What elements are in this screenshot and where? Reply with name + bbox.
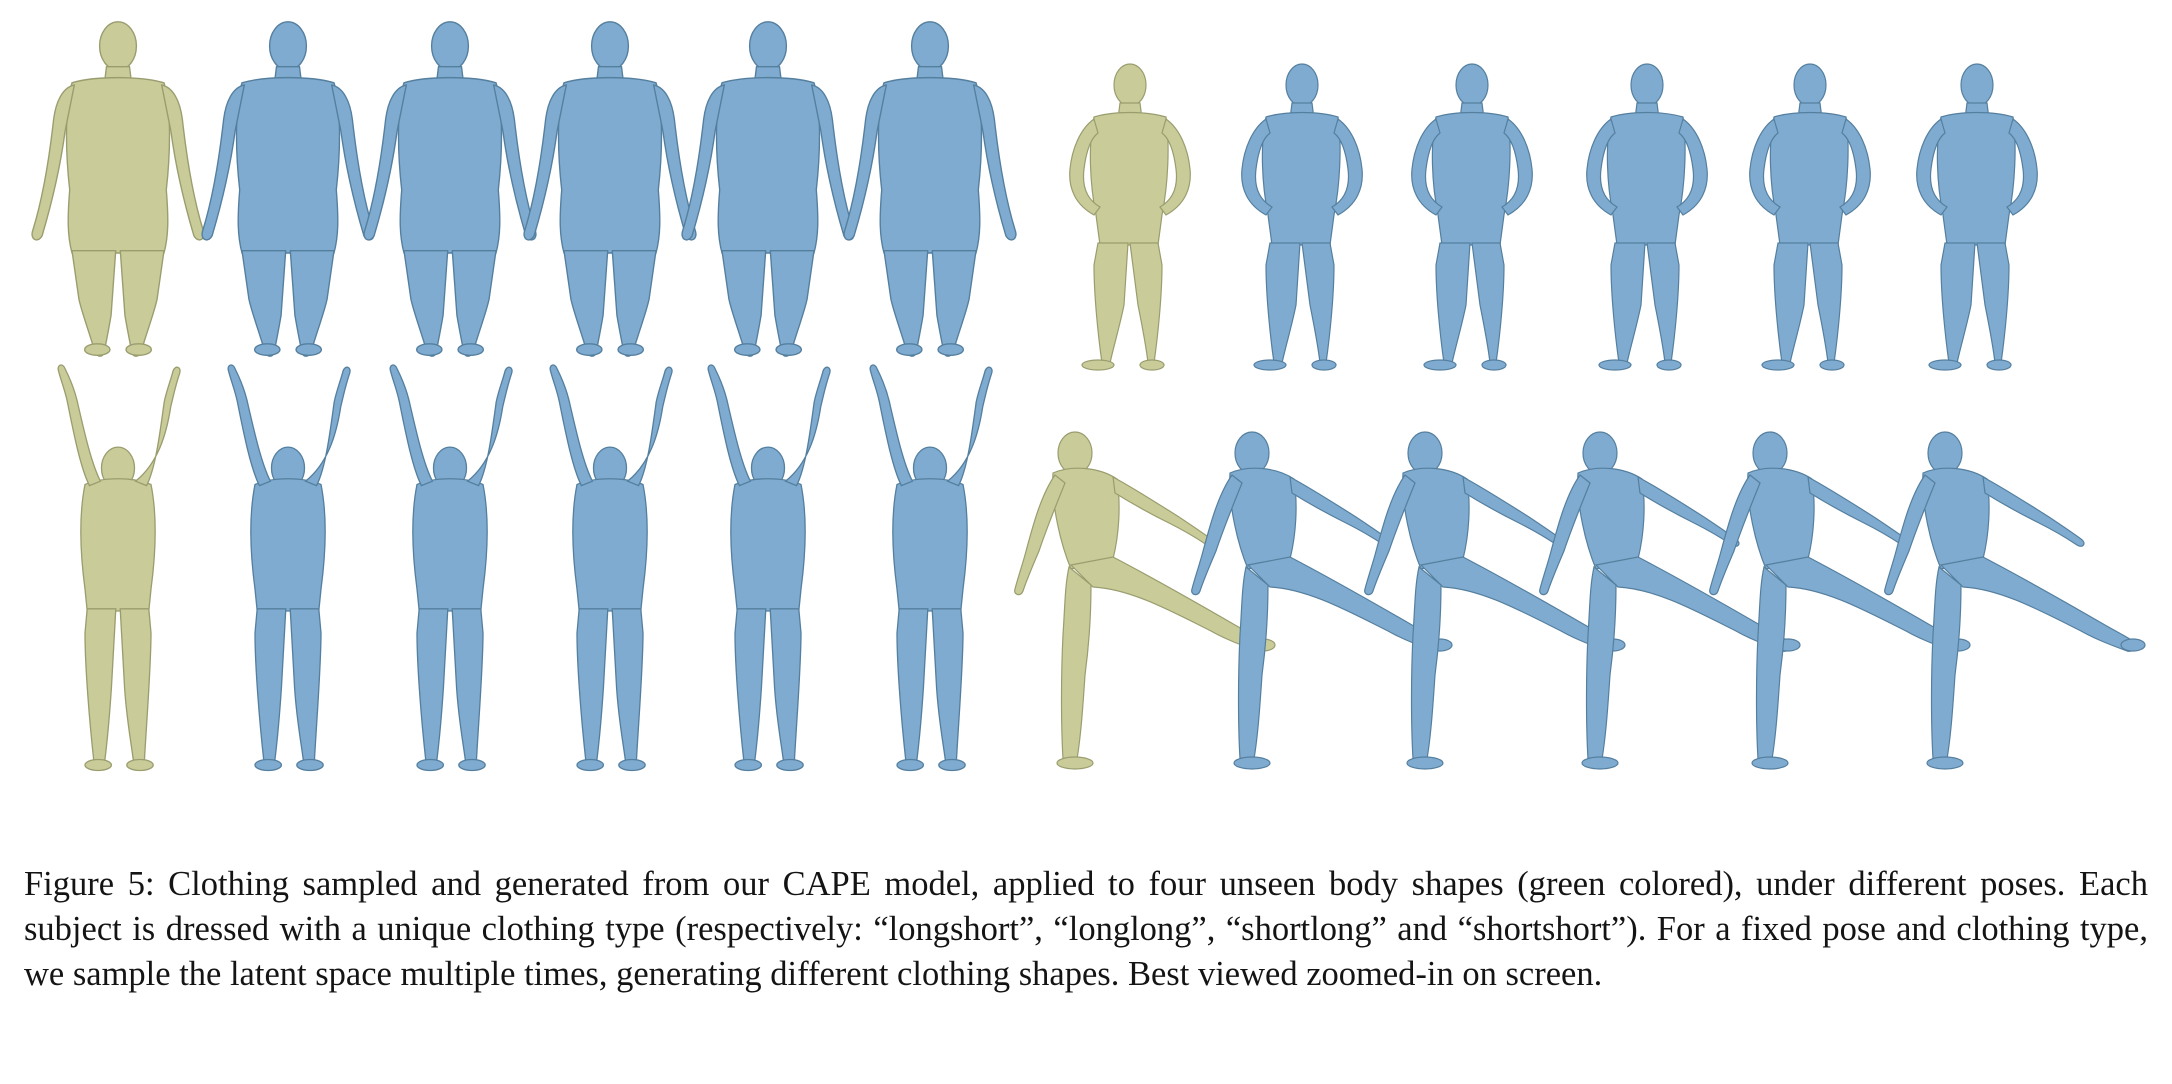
figure-group-shortshort [1014,431,2146,770]
clothed-sample-figure [843,21,1017,357]
clothed-sample-figure [227,364,351,772]
figure-caption: Figure 5: Clothing sampled and generated… [24,862,2148,997]
figure-group-shortlong [57,364,993,772]
clothed-sample-figure [681,21,855,357]
clothed-sample-figure [549,364,673,772]
clothed-sample-figure [1191,431,1453,770]
clothed-sample-figure [1586,63,1708,371]
clothed-sample-figure [201,21,375,357]
clothed-sample-figure [1749,63,1871,371]
clothed-sample-figure [389,364,513,772]
figure-group-longlong [1069,63,2038,371]
clothed-sample-figure [1709,431,1971,770]
clothed-sample-figure [1241,63,1363,371]
body-shape-figure [57,364,181,772]
clothed-sample-figure [1884,431,2146,770]
clothed-sample-figure [869,364,993,772]
clothed-sample-figure [1539,431,1801,770]
caption-text: Clothing sampled and generated from our … [24,865,2148,993]
body-shape-figure [31,21,205,357]
clothed-sample-figure [1364,431,1626,770]
body-shape-figure [1014,431,1276,770]
clothed-sample-figure [707,364,831,772]
body-shape-figure [1069,63,1191,371]
figure-group-longshort [31,21,1017,357]
clothed-sample-figure [523,21,697,357]
clothed-sample-figure [1916,63,2038,371]
figure-label: Figure 5: [24,865,155,903]
clothed-sample-figure [1411,63,1533,371]
clothed-sample-figure [363,21,537,357]
figure-renders [31,21,2146,772]
